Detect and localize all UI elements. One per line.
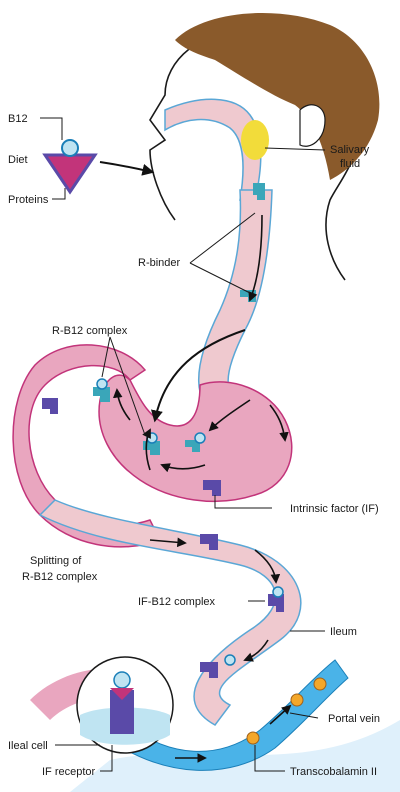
label-salivary-2: fluid [340, 158, 360, 170]
label-portal-vein: Portal vein [328, 713, 380, 725]
label-ileum: Ileum [330, 626, 357, 638]
label-splitting-2: R-B12 complex [22, 571, 98, 583]
b12-particle [195, 433, 205, 443]
diet-b12 [62, 140, 78, 156]
label-r-b12-complex: R-B12 complex [52, 325, 128, 337]
intrinsic-factor-piece [42, 398, 58, 414]
b12-particle [273, 587, 283, 597]
salivary-gland [241, 120, 269, 160]
label-splitting-1: Splitting of [30, 555, 82, 567]
label-proteins: Proteins [8, 194, 49, 206]
b12-particle [225, 655, 235, 665]
label-intrinsic-factor: Intrinsic factor (IF) [290, 503, 379, 515]
label-salivary-1: Salivary [330, 144, 370, 156]
b12-in-cell [114, 672, 130, 688]
label-transcobalamin: Transcobalamin II [290, 766, 377, 778]
transcobalamin-particle [247, 732, 259, 744]
diet-protein [45, 155, 95, 192]
diet-arrow [100, 162, 152, 172]
label-b12: B12 [8, 113, 28, 125]
label-r-binder: R-binder [138, 257, 181, 269]
label-if-b12-complex: IF-B12 complex [138, 596, 216, 608]
label-if-receptor: IF receptor [42, 766, 96, 778]
label-ileal-cell: Ileal cell [8, 740, 48, 752]
label-diet: Diet [8, 154, 28, 166]
transcobalamin-particle [291, 694, 303, 706]
b12-particle [97, 379, 107, 389]
transcobalamin-particle [314, 678, 326, 690]
